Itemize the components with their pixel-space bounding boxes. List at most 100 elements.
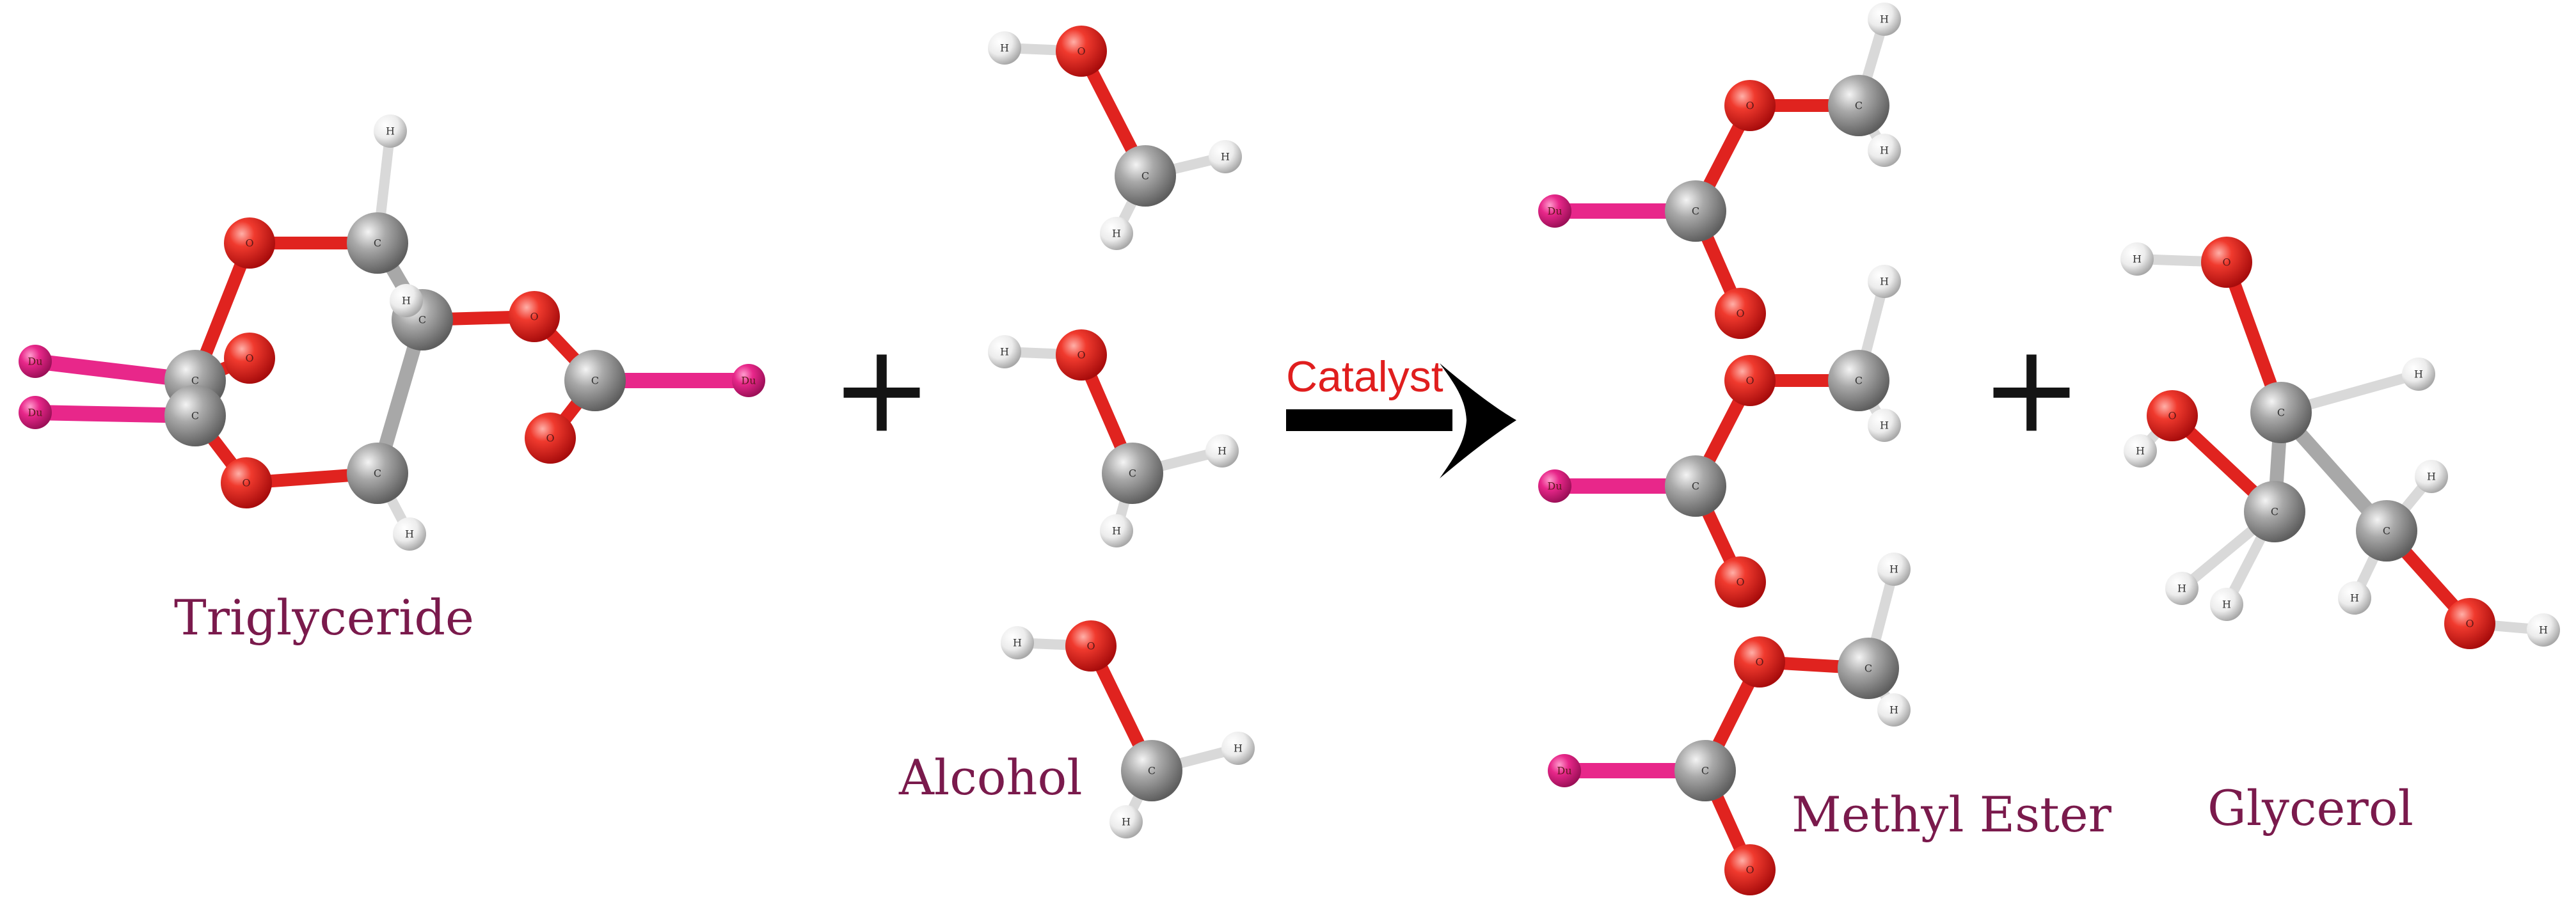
atom-sphere	[564, 350, 626, 411]
atom-sphere	[1538, 469, 1571, 503]
hydrogen-atom: H	[1868, 265, 1901, 298]
atom-sphere	[1734, 636, 1785, 688]
atom-sphere	[221, 457, 272, 508]
carbon-atom: C	[2250, 382, 2312, 443]
atom-sphere	[2210, 588, 2243, 621]
carbon-atom: C	[1115, 145, 1176, 207]
atom-sphere	[2415, 460, 2448, 493]
atom-sphere	[2338, 581, 2371, 615]
atom-sphere	[1828, 75, 1889, 136]
oxygen-atom: O	[1724, 80, 1776, 131]
hydrogen-atom: H	[2415, 460, 2448, 493]
atom-sphere	[393, 517, 426, 551]
atom-sphere	[1665, 180, 1726, 242]
atom-sphere	[988, 31, 1021, 65]
residue-atom: Du	[19, 396, 52, 429]
oxygen-atom: O	[1715, 556, 1766, 608]
atom-sphere	[1868, 3, 1901, 36]
atom-sphere	[2165, 572, 2198, 605]
atom-sphere	[1868, 134, 1901, 167]
atom-sphere	[1838, 638, 1899, 699]
atom-sphere	[1065, 620, 1117, 672]
carbon-atom: C	[1828, 350, 1889, 411]
carbon-atom: C	[1665, 455, 1726, 517]
atom-sphere	[224, 333, 275, 384]
atom-sphere	[509, 291, 560, 342]
oxygen-atom: O	[2444, 598, 2495, 649]
atom-sphere	[1724, 355, 1776, 406]
oxygen-atom: O	[224, 217, 275, 269]
arrow-head	[1440, 363, 1516, 478]
atom-sphere	[1674, 740, 1736, 801]
atom-sphere	[390, 284, 423, 317]
methanol-2-bonds	[999, 347, 1227, 536]
atom-sphere	[1100, 514, 1133, 547]
hydrogen-atom: H	[374, 114, 407, 148]
atom-sphere	[525, 413, 576, 464]
atom-sphere	[2250, 382, 2312, 443]
hydrogen-atom: H	[2402, 358, 2435, 391]
carbon-atom: C	[2356, 500, 2417, 562]
oxygen-atom: O	[509, 291, 560, 342]
carbon-atom: C	[1828, 75, 1889, 136]
atom-sphere	[1868, 265, 1901, 298]
residue-atom: Du	[19, 345, 52, 378]
triglyceride-label: Triglyceride	[174, 589, 474, 646]
atom-sphere	[2120, 242, 2154, 276]
hydrogen-atom: H	[1221, 732, 1255, 765]
atom-sphere	[2244, 481, 2305, 542]
hydrogen-atom: H	[1109, 805, 1143, 838]
residue-atom: Du	[1538, 469, 1571, 503]
oxygen-atom: O	[221, 457, 272, 508]
atom-sphere	[1877, 553, 1911, 586]
hydrogen-atom: H	[2338, 581, 2371, 615]
atom-sphere	[347, 443, 408, 504]
oxygen-atom: O	[1724, 844, 1776, 895]
residue-atom: Du	[732, 364, 765, 397]
alcohol-label: Alcohol	[898, 749, 1083, 806]
atom-sphere	[164, 385, 226, 446]
oxygen-atom: O	[1056, 329, 1107, 381]
atom-sphere	[1868, 409, 1901, 442]
oxygen-atom: O	[2147, 390, 2198, 441]
oxygen-atom: O	[224, 333, 275, 384]
atom-sphere	[2124, 434, 2157, 468]
residue-atom: Du	[1548, 754, 1581, 787]
atom-sphere	[19, 396, 52, 429]
hydrogen-atom: H	[988, 31, 1021, 65]
atom-sphere	[224, 217, 275, 269]
oxygen-atom: O	[525, 413, 576, 464]
carbon-atom: C	[1121, 740, 1182, 801]
atom-sphere	[1715, 556, 1766, 608]
atom-sphere	[732, 364, 765, 397]
methyl-ester-1-bonds	[1547, 14, 1889, 320]
hydrogen-atom: H	[1877, 693, 1911, 727]
hydrogen-atom: H	[1868, 409, 1901, 442]
atom-sphere	[2147, 390, 2198, 441]
carbon-atom: C	[1665, 180, 1726, 242]
residue-atom: Du	[1538, 194, 1571, 228]
oxygen-atom: O	[1065, 620, 1117, 672]
atom-sphere	[1115, 145, 1176, 207]
atom-sphere	[1056, 329, 1107, 381]
atom-sphere	[1538, 194, 1571, 228]
atom-sphere	[2444, 598, 2495, 649]
atom-sphere	[1877, 693, 1911, 727]
hydrogen-atom: H	[2124, 434, 2157, 468]
atom-sphere	[1102, 443, 1163, 504]
atom-sphere	[1665, 455, 1726, 517]
arrow-shaft	[1286, 409, 1452, 431]
atom-sphere	[19, 345, 52, 378]
glycerol-bonds	[2132, 254, 2548, 635]
hydrogen-atom: H	[1877, 553, 1911, 586]
hydrogen-atom: H	[988, 335, 1021, 368]
hydrogen-atom: H	[393, 517, 426, 551]
hydrogen-atom: H	[2527, 613, 2560, 647]
atom-sphere	[2527, 613, 2560, 647]
atom-sphere	[1001, 626, 1034, 659]
hydrogen-atom: H	[2120, 242, 2154, 276]
atom-sphere	[1109, 805, 1143, 838]
